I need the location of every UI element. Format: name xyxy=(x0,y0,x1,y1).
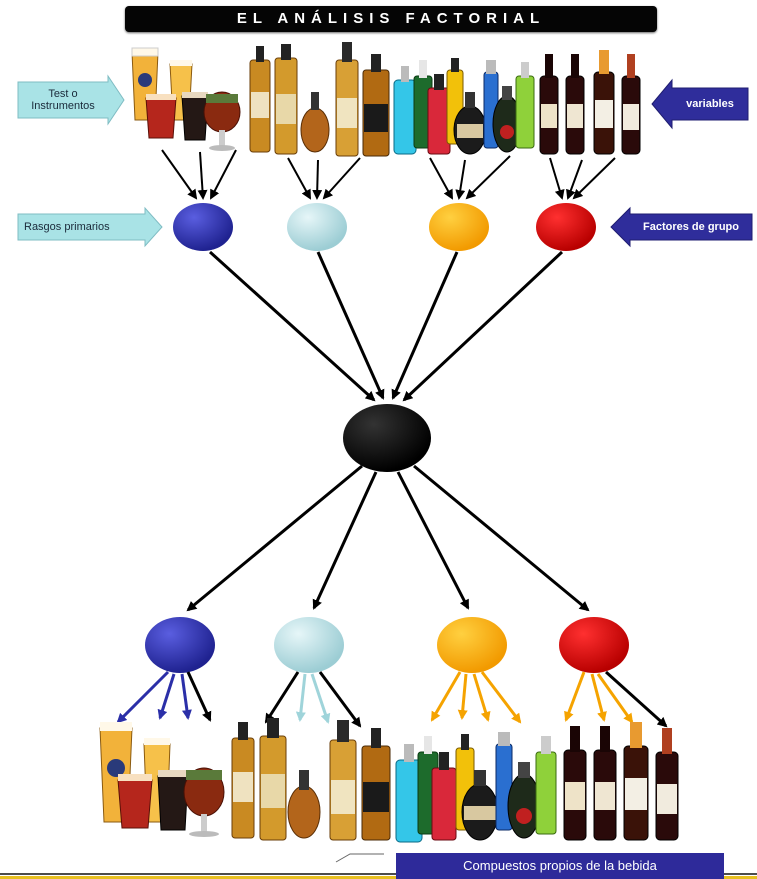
group-factor-blue xyxy=(145,617,215,673)
top-wines-image xyxy=(539,50,641,155)
bottom-lightblue-arrows xyxy=(264,671,362,728)
rasgos-primarios-arrow-shape xyxy=(17,206,163,248)
top-whiskies-image xyxy=(249,42,390,157)
central-factor-node xyxy=(343,404,431,472)
bottom-red-arrows xyxy=(564,670,668,728)
diagram-title: EL ANÁLISIS FACTORIAL xyxy=(125,6,657,32)
bottom-wines-image xyxy=(563,722,679,841)
group-factor-orange xyxy=(437,617,507,673)
group-factor-lightblue xyxy=(274,617,344,673)
compuestos-box: Compuestos propios de la bebida xyxy=(396,853,724,879)
converging-arrows xyxy=(208,250,564,402)
top-arrows xyxy=(161,149,616,200)
diverging-arrows xyxy=(186,464,590,612)
primary-factor-orange xyxy=(429,203,489,251)
bottom-beers-image xyxy=(99,722,225,837)
bottom-orange-arrows xyxy=(430,671,522,724)
primary-factor-blue xyxy=(173,203,233,251)
test-instrumentos-arrow-shape xyxy=(17,74,125,126)
bottom-liqueurs-image xyxy=(395,732,557,843)
primary-factor-red xyxy=(536,203,596,251)
top-beers-image xyxy=(131,47,241,151)
rasgos-primarios-label: Rasgos primarios xyxy=(24,221,110,233)
group-factor-red xyxy=(559,617,629,673)
test-instrumentos-label: Test o Instrumentos xyxy=(31,88,95,112)
factores-de-grupo-arrow-shape xyxy=(610,206,753,248)
variables-label: variables xyxy=(686,98,734,110)
primary-factor-lightblue xyxy=(287,203,347,251)
bottom-whiskies-image xyxy=(231,718,391,841)
factores-de-grupo-label: Factores de grupo xyxy=(643,221,739,233)
bottom-blue-arrows xyxy=(116,670,212,724)
top-liqueurs-image xyxy=(393,58,535,155)
variables-arrow-shape xyxy=(651,78,749,130)
